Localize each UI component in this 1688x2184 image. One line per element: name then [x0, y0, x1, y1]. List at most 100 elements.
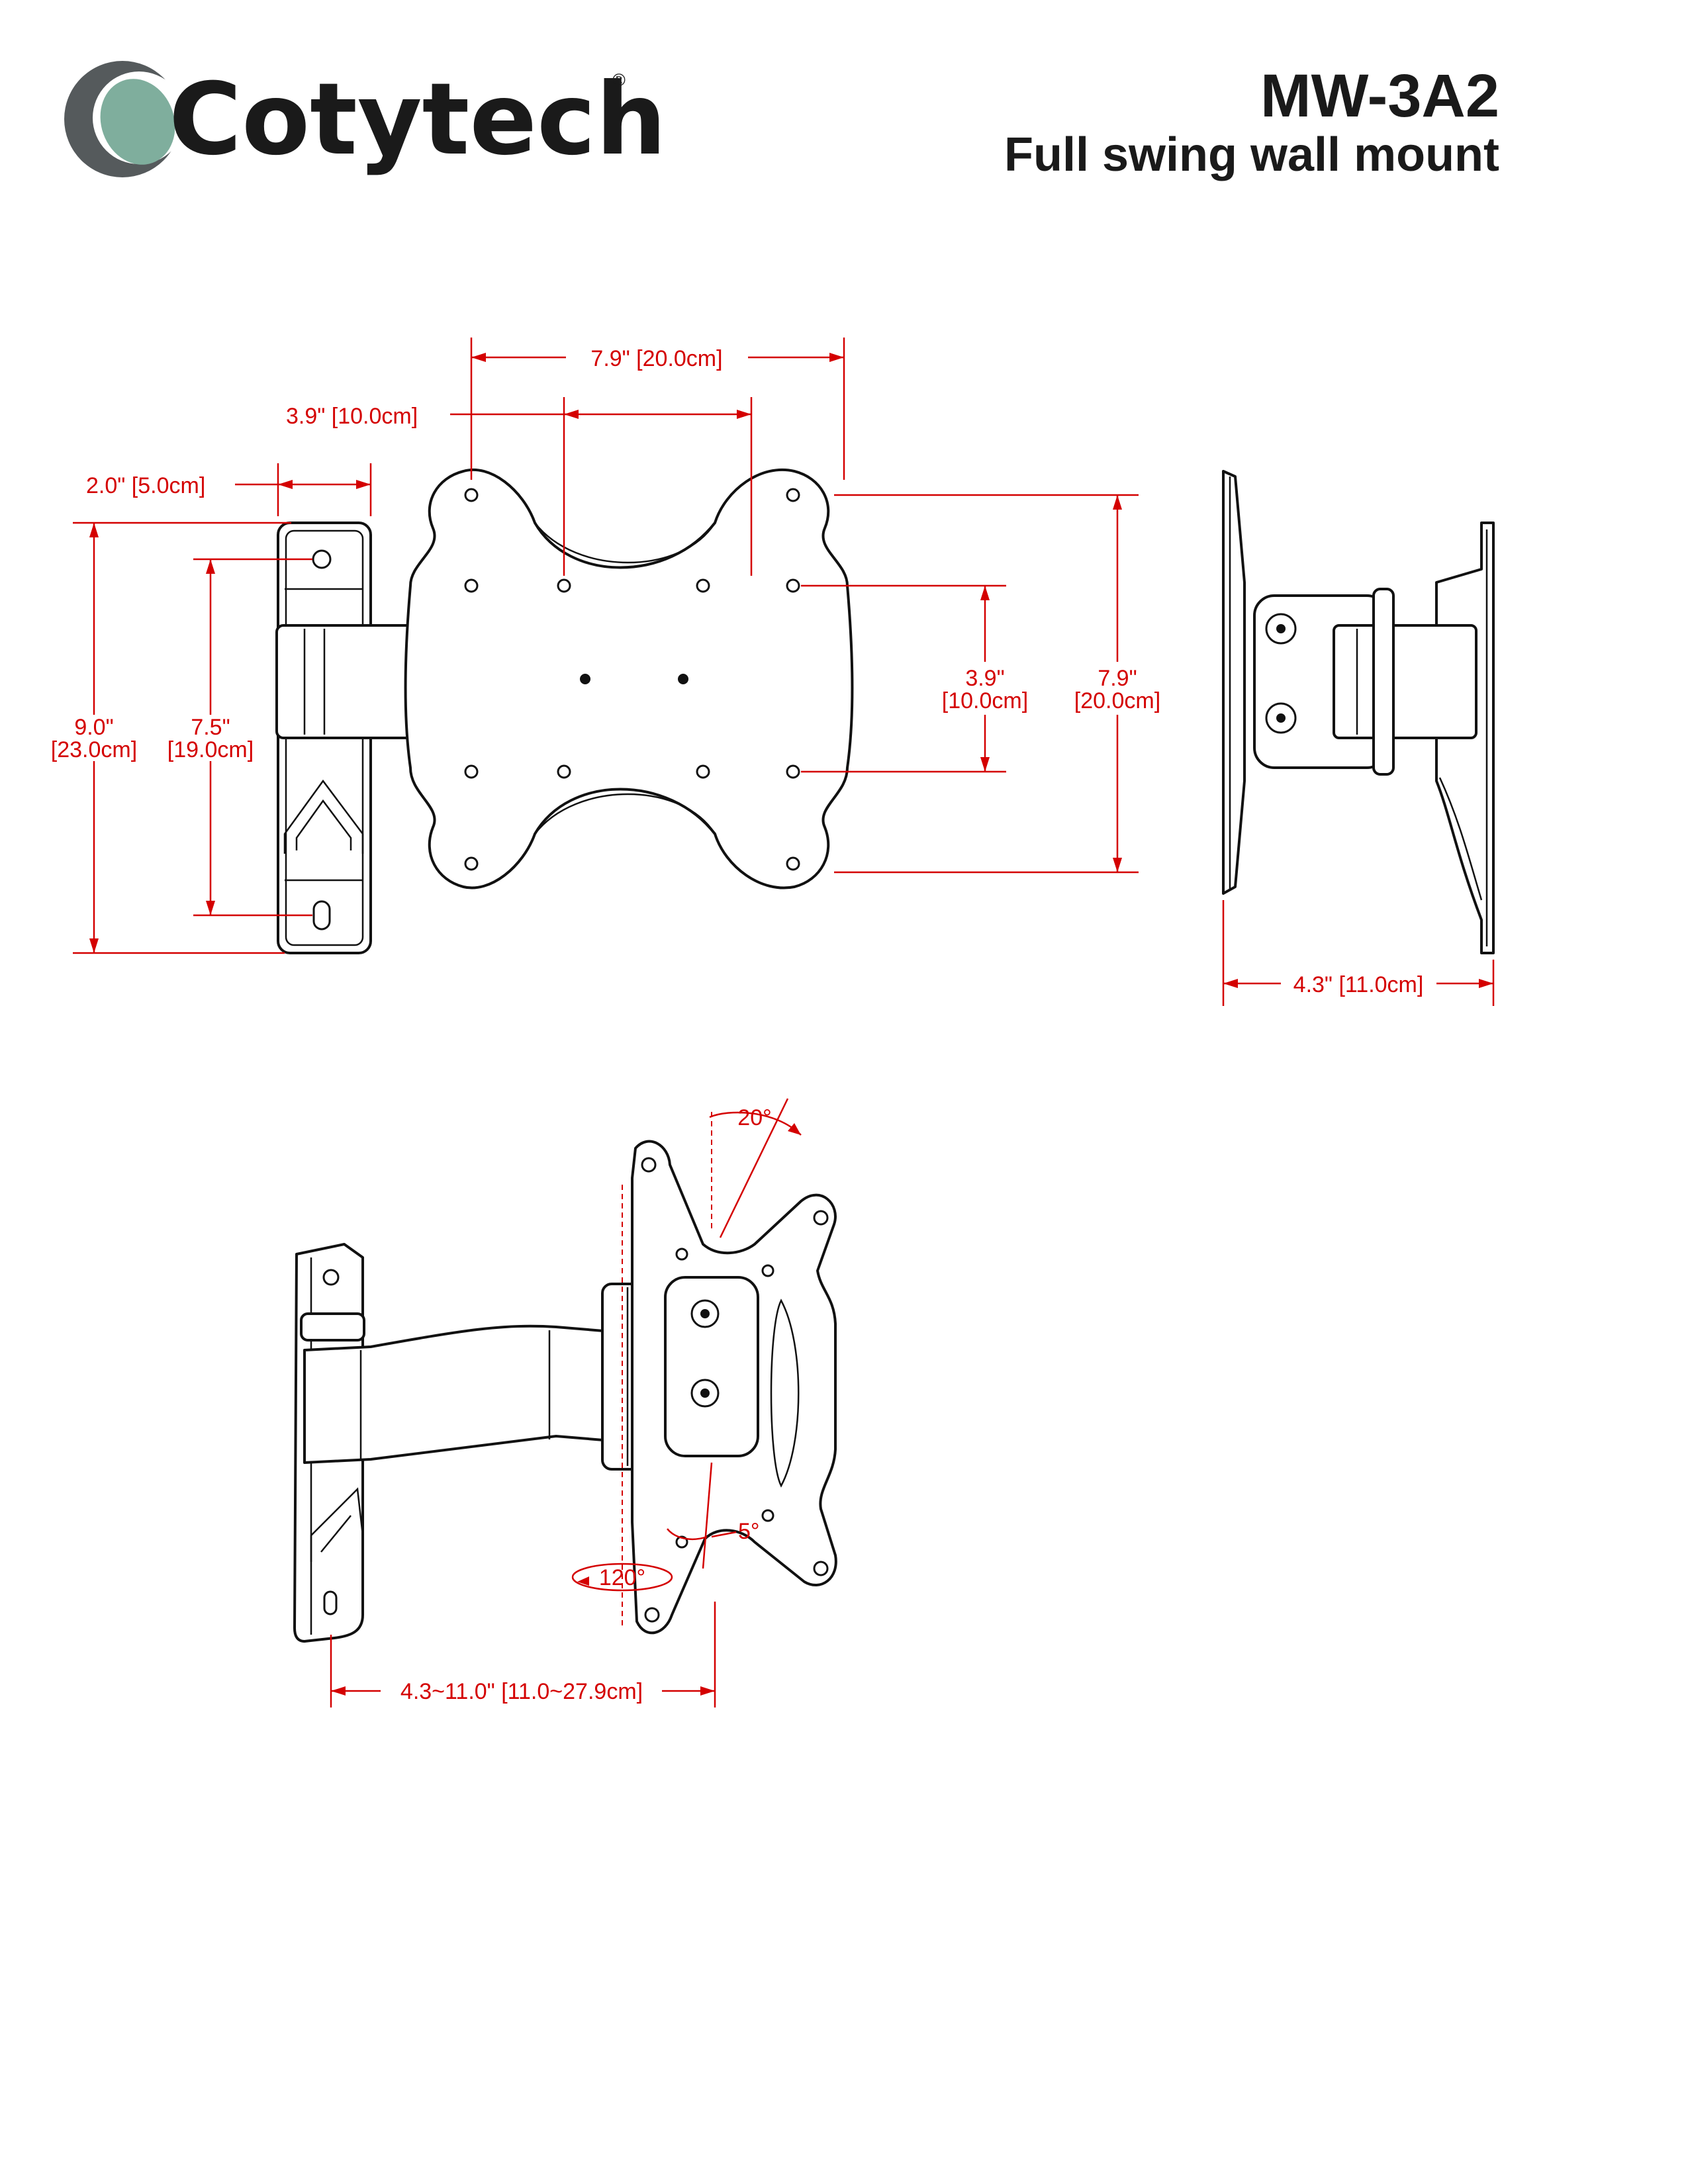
- side-gusset: [1438, 777, 1483, 901]
- dim-arrow: [89, 523, 99, 537]
- dim-front-width-outer: 7.9" [20.0cm]: [590, 346, 722, 371]
- dim-arrow: [206, 559, 215, 574]
- perspective-top-hole: [322, 1269, 340, 1286]
- dim-arrow: [700, 1686, 715, 1696]
- brand-name: Cotytech: [169, 62, 667, 177]
- dim-bracket-height-in: 9.0": [74, 715, 113, 740]
- vesa-hole: [786, 488, 800, 502]
- vesa-plate: [404, 468, 854, 889]
- vesa-hole: [786, 764, 800, 779]
- dim-arrow: [980, 757, 990, 772]
- dim-arrow: [980, 586, 990, 600]
- vesa-hole: [557, 764, 571, 779]
- dim-arrow: [206, 901, 215, 915]
- dim-vesa-outer-cm: [20.0cm]: [1074, 688, 1160, 713]
- logo-mark-inner: [100, 79, 175, 165]
- perspective-gusset: [320, 1515, 352, 1553]
- dim-arrow: [1113, 495, 1122, 510]
- vesa-hole: [464, 856, 479, 871]
- dim-arrow: [89, 938, 99, 953]
- front-view: [275, 468, 854, 954]
- dim-vesa-inner-cm: [10.0cm]: [942, 688, 1028, 713]
- product-subtitle: Full swing wall mount: [1004, 128, 1499, 181]
- tilt-down-label: 5°: [738, 1519, 760, 1544]
- perspective-vesa-hole: [641, 1157, 657, 1173]
- tilt-down-line: [702, 1462, 713, 1569]
- perspective-tilt-knob-center: [700, 1309, 710, 1318]
- dim-arrow: [577, 1576, 589, 1586]
- side-tilt-knob-center: [1276, 624, 1286, 633]
- perspective-tilt-bracket: [664, 1276, 759, 1457]
- vesa-hole: [786, 856, 800, 871]
- swivel-label: 120°: [599, 1565, 645, 1590]
- dim-arrow: [829, 353, 844, 362]
- perspective-vesa-hole: [761, 1264, 774, 1277]
- dim-hole-spacing-cm: [19.0cm]: [167, 737, 254, 762]
- perspective-dimensions: 20° 5° 120° 4.3~11.0" [11.0~27.9cm]: [330, 1098, 802, 1707]
- perspective-gusset: [310, 1487, 364, 1562]
- tilt-down-arrow-line: [711, 1531, 737, 1538]
- dim-arrow: [278, 480, 293, 489]
- dim-arrow: [737, 410, 751, 419]
- side-arm: [1333, 624, 1477, 739]
- vesa-holes: [464, 488, 800, 871]
- dim-arrow: [788, 1123, 801, 1135]
- dim-vesa-outer-in: 7.9": [1098, 666, 1137, 691]
- side-vesa-plate: [1222, 470, 1246, 895]
- bracket-lower-gusset-inner: [295, 799, 352, 850]
- vesa-center-screw: [678, 674, 688, 684]
- bracket-bottom-slot: [312, 900, 331, 931]
- side-view: [1222, 470, 1495, 954]
- perspective-vesa-hole: [675, 1535, 688, 1549]
- dim-arrow: [1223, 979, 1238, 988]
- perspective-tilt-bolt-center: [700, 1388, 710, 1398]
- perspective-vesa-inner: [770, 1298, 800, 1488]
- brand-logo: Cotytech ®: [64, 61, 667, 177]
- perspective-bracket-hinge: [300, 1312, 365, 1342]
- front-dimensions: 7.9" [20.0cm] 3.9" [10.0cm] 2.0" [5.0cm]…: [51, 338, 1160, 954]
- swivel-ellipse: [571, 1563, 673, 1592]
- perspective-vesa-hole: [675, 1248, 688, 1261]
- vesa-plate-curve-top: [534, 522, 716, 564]
- tilt-down-arc: [667, 1528, 708, 1541]
- vesa-hole: [786, 578, 800, 593]
- dim-extension-range: 4.3~11.0" [11.0~27.9cm]: [400, 1679, 643, 1704]
- vesa-hole: [696, 764, 710, 779]
- dim-bracket-width: 2.0" [5.0cm]: [86, 473, 205, 498]
- side-tilt-bolt-center: [1276, 713, 1286, 723]
- vesa-plate-curve-bottom: [534, 793, 716, 835]
- vesa-hole: [464, 578, 479, 593]
- dim-arrow: [1113, 858, 1122, 872]
- tilt-up-label: 20°: [737, 1105, 771, 1130]
- dim-arrow: [331, 1686, 346, 1696]
- side-hinge: [1372, 588, 1395, 776]
- dim-arrow: [471, 353, 486, 362]
- perspective-view: [293, 1140, 837, 1643]
- dim-front-width-inner: 3.9" [10.0cm]: [286, 404, 418, 429]
- bracket-top-hole: [312, 549, 332, 569]
- registered-mark: ®: [610, 71, 628, 91]
- vesa-hole: [557, 578, 571, 593]
- perspective-vesa-hole: [813, 1210, 829, 1226]
- side-dimensions: 4.3" [11.0cm]: [1222, 900, 1495, 1006]
- perspective-vesa-hole: [644, 1607, 660, 1623]
- tilt-up-line: [719, 1098, 789, 1238]
- model-number: MW-3A2: [1260, 62, 1499, 130]
- dim-side-depth: 4.3" [11.0cm]: [1293, 972, 1424, 997]
- perspective-vesa-hole: [761, 1509, 774, 1522]
- perspective-bottom-slot: [323, 1590, 338, 1615]
- vesa-hole: [464, 764, 479, 779]
- dim-arrow: [356, 480, 371, 489]
- vesa-hole: [696, 578, 710, 593]
- vesa-center-screw: [580, 674, 590, 684]
- dim-hole-spacing-in: 7.5": [191, 715, 230, 740]
- dim-vesa-inner-in: 3.9": [965, 666, 1004, 691]
- vesa-hole: [464, 488, 479, 502]
- dim-arrow: [564, 410, 579, 419]
- dim-bracket-height-cm: [23.0cm]: [51, 737, 137, 762]
- bracket-lower-gusset: [283, 779, 364, 854]
- perspective-vesa-hole: [813, 1561, 829, 1576]
- perspective-arm: [303, 1324, 637, 1464]
- dim-arrow: [1479, 979, 1493, 988]
